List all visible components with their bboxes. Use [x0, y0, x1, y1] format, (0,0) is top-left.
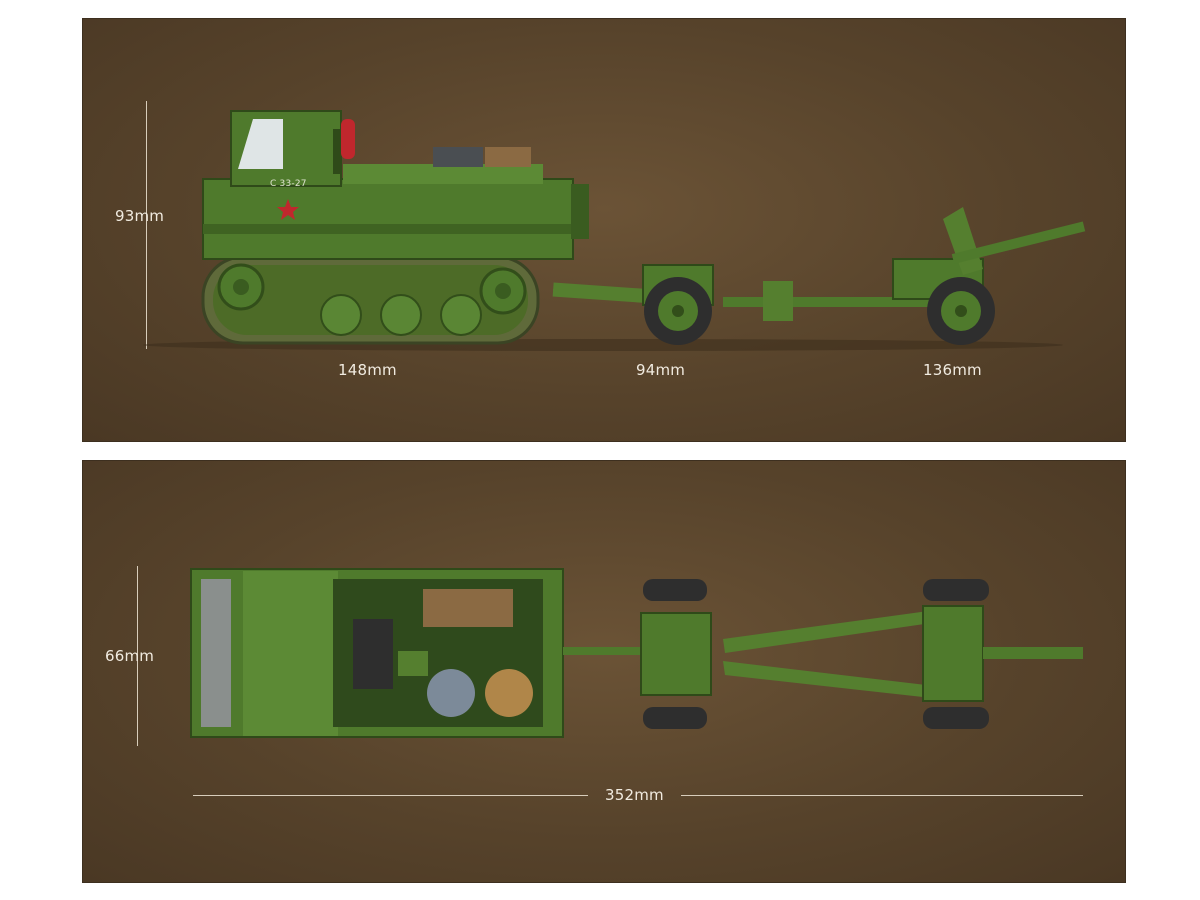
top-view-panel: 66mm 3	[82, 460, 1126, 883]
tractor-side	[201, 110, 643, 345]
length-dimension-line-left	[193, 795, 588, 796]
height-label: 93mm	[115, 207, 165, 225]
tractor-length-label: 148mm	[338, 361, 397, 379]
field-gun-side	[723, 207, 1086, 345]
tractor-top	[190, 568, 564, 738]
length-dimension-line-right	[681, 795, 1083, 796]
limber-length-label: 94mm	[636, 361, 686, 379]
limber-top	[640, 579, 712, 729]
tractor-marking: С 33-27	[270, 179, 307, 189]
height-dimension-line	[146, 101, 147, 349]
total-length-label: 352mm	[605, 786, 664, 804]
side-view-panel: 93mm	[82, 18, 1126, 442]
gun-length-label: 136mm	[923, 361, 982, 379]
width-dimension-line	[137, 566, 138, 746]
limber-side	[552, 264, 714, 345]
field-gun-top	[723, 579, 1083, 729]
tractor-and-gun-top-illustration	[190, 568, 1083, 738]
tractor-and-gun-side-illustration	[143, 110, 1086, 351]
width-label: 66mm	[105, 647, 155, 665]
